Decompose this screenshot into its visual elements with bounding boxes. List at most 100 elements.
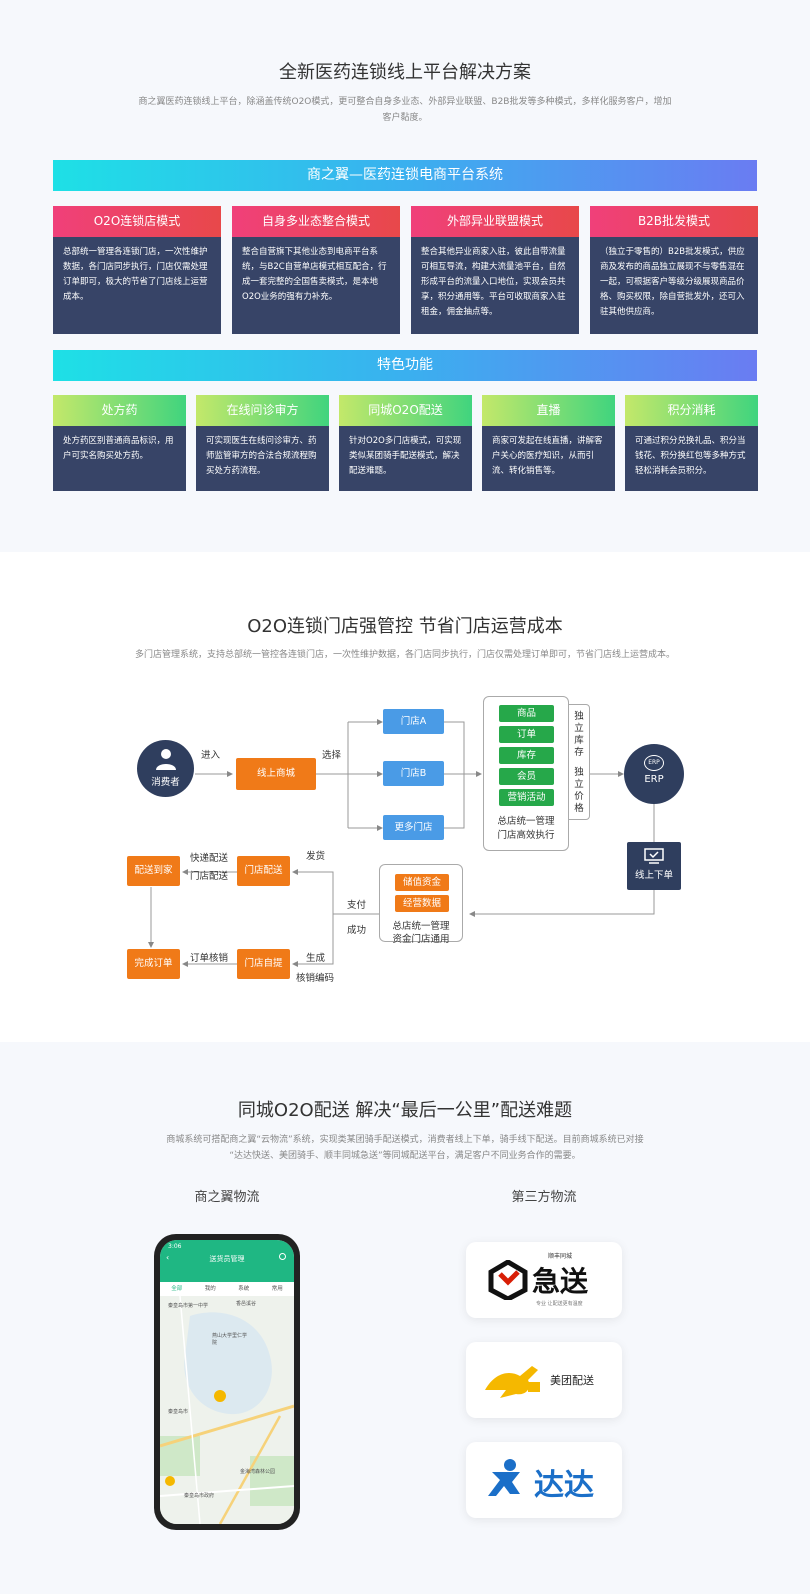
own-logistics-title: 商之翼物流 bbox=[194, 1190, 260, 1205]
search-icon[interactable] bbox=[279, 1253, 286, 1260]
mode-card-text: 整合自营旗下其他业态到电商平台系统，与B2C自营单店模式相互配合，行成一套完整的… bbox=[242, 247, 387, 302]
module-tag: 订单 bbox=[499, 726, 554, 743]
back-icon[interactable]: ‹ bbox=[166, 1253, 170, 1262]
feature-card-title: 直播 bbox=[482, 395, 615, 426]
section-description: 商城系统可搭配商之翼“云物流”系统，实现类某团骑手配送模式，消费者线上下单，骑手… bbox=[120, 1132, 690, 1164]
express-delivery-label: 快递配送 bbox=[190, 853, 229, 864]
order-verify-label: 订单核销 bbox=[190, 953, 229, 964]
hq-manage-label: 总店统一管理 bbox=[392, 921, 450, 932]
tab-common[interactable]: 常用 bbox=[271, 1286, 283, 1292]
module-tag: 营销活动 bbox=[499, 789, 554, 806]
feature-card: 同城O2O配送 针对O2O多门店模式，可实现类似某团骑手配送模式，解决配送难题。 bbox=[339, 395, 472, 491]
map-label: 燕山大学里仁学院 bbox=[212, 1333, 248, 1346]
hq-manage-label: 门店高效执行 bbox=[497, 830, 555, 841]
desc-line: 商城系统可搭配商之翼“云物流”系统，实现类某团骑手配送模式，消费者线上下单，骑手… bbox=[166, 1135, 644, 1145]
erp-icon: ERP bbox=[644, 755, 664, 771]
sf-top-text: 顺丰同城 bbox=[548, 1253, 573, 1260]
section-description: 商之翼医药连锁线上平台，除涵盖传统O2O模式，更可整合自身多业态、外部异业联盟、… bbox=[105, 94, 705, 126]
desc-line: 商之翼医药连锁线上平台，除涵盖传统O2O模式，更可整合自身多业态、外部异业联盟、… bbox=[138, 97, 672, 107]
complete-order-node: 完成订单 bbox=[127, 949, 180, 979]
online-order-label: 线上下单 bbox=[634, 870, 673, 881]
store-node: 门店A bbox=[383, 709, 444, 734]
generate-label: 生成 bbox=[306, 953, 326, 964]
app-title: 送货员管理 bbox=[209, 1255, 245, 1263]
meituan-logo-card: 美团配送 bbox=[466, 1342, 622, 1418]
map-label: 金海湾森林公园 bbox=[240, 1469, 276, 1475]
store-node: 门店B bbox=[383, 761, 444, 786]
hq-manage-label: 总店统一管理 bbox=[497, 816, 555, 827]
store-delivery-node: 门店配送 bbox=[237, 856, 290, 886]
feature-card-title: 处方药 bbox=[53, 395, 186, 426]
mode-card: O2O连锁店模式 总部统一管理各连锁门店，一次性维护数据，各门店同步执行，门店仅… bbox=[53, 206, 221, 334]
hq-manage-label: 资金门店通用 bbox=[392, 934, 450, 945]
sf-logo-icon bbox=[488, 1260, 528, 1300]
delivery-section: 同城O2O配送 解决“最后一公里”配送难题 商城系统可搭配商之翼“云物流”系统，… bbox=[0, 1042, 810, 1594]
success-label: 成功 bbox=[347, 925, 367, 936]
dada-text: 达达 bbox=[534, 1468, 594, 1503]
feature-card-title: 积分消耗 bbox=[625, 395, 758, 426]
section-title: 全新医药连锁线上平台解决方案 bbox=[279, 62, 531, 83]
mode-card: 外部异业联盟模式 整合其他异业商家入驻，彼此自带流量可相互导流，构建大流量池平台… bbox=[411, 206, 579, 334]
mode-card-title: B2B批发模式 bbox=[590, 206, 758, 237]
feature-card: 积分消耗 可通过积分兑换礼品、积分当钱花、积分换红包等多种方式轻松消耗会员积分。 bbox=[625, 395, 758, 491]
hq-modules-box: 商品 订单 库存 会员 营销活动 总店统一管理 门店高效执行 bbox=[483, 696, 569, 851]
status-time: 3:06 bbox=[168, 1243, 182, 1250]
mode-card: 自身多业态整合模式 整合自营旗下其他业态到电商平台系统，与B2C自营单店模式相互… bbox=[232, 206, 400, 334]
map-label: 秦皇岛市政府 bbox=[184, 1493, 215, 1499]
online-order-node: 线上下单 bbox=[627, 842, 681, 890]
feature-card-title: 同城O2O配送 bbox=[339, 395, 472, 426]
independent-price-label: 独立价格 bbox=[574, 767, 584, 814]
section-title: O2O连锁门店强管控 节省门店运营成本 bbox=[247, 616, 563, 637]
mode-card-title: 自身多业态整合模式 bbox=[232, 206, 400, 237]
funds-box: 储值资金 经营数据 总店统一管理 资金门店通用 bbox=[379, 864, 463, 945]
features-band: 特色功能 bbox=[53, 350, 757, 381]
sf-main-text: 急送 bbox=[532, 1265, 589, 1298]
feature-card: 直播 商家可发起在线直播，讲解客户关心的医疗知识，从而引流、转化销售等。 bbox=[482, 395, 615, 491]
fund-tag: 储值资金 bbox=[395, 874, 449, 891]
kangaroo-icon bbox=[485, 1366, 540, 1398]
section-description: 多门店管理系统，支持总部统一管控各连锁门店，一次性维护数据，各门店同步执行，门店… bbox=[134, 650, 675, 660]
feature-card: 处方药 处方药区别普通商品标识，用户可实名购买处方药。 bbox=[53, 395, 186, 491]
runner-icon bbox=[488, 1459, 520, 1496]
delivery-map[interactable] bbox=[160, 1296, 294, 1524]
feature-card: 在线问诊审方 可实现医生在线问诊审方、药师监管审方的合法合规流程购买处方药流程。 bbox=[196, 395, 329, 491]
mode-card-text: （独立于零售的）B2B批发模式，供应商及发布的商品独立展现不与零售混在一起，可根… bbox=[600, 247, 745, 317]
mode-card-title: 外部异业联盟模式 bbox=[411, 206, 579, 237]
phone-screen: 3:06 送货员管理 ‹ 全部 我的 系统 常用 bbox=[160, 1240, 294, 1524]
feature-card-title: 在线问诊审方 bbox=[196, 395, 329, 426]
feature-card-text: 商家可发起在线直播，讲解客户关心的医疗知识，从而引流、转化销售等。 bbox=[492, 436, 603, 476]
platform-band: 商之翼—医药连锁电商平台系统 bbox=[53, 160, 757, 191]
tab-all[interactable]: 全部 bbox=[171, 1286, 183, 1292]
module-tag: 商品 bbox=[499, 705, 554, 722]
store-pickup-node: 门店自提 bbox=[237, 949, 290, 979]
consumer-label: 消费者 bbox=[151, 777, 180, 788]
tab-mine[interactable]: 我的 bbox=[204, 1286, 216, 1292]
app-tabs: 全部 我的 系统 常用 bbox=[160, 1282, 294, 1296]
map-label: 秦皇岛市 bbox=[168, 1409, 189, 1415]
sf-express-logo-card: 顺丰同城 急送 专业 让配送更有温度 bbox=[466, 1242, 622, 1318]
section-title: 同城O2O配送 解决“最后一公里”配送难题 bbox=[237, 1100, 573, 1121]
erp-label: ERP bbox=[644, 774, 664, 785]
independent-stock-label: 独立库存 bbox=[574, 711, 584, 758]
phone-mockup: 3:06 送货员管理 ‹ 全部 我的 系统 常用 bbox=[154, 1234, 300, 1530]
desc-line: 客户黏度。 bbox=[382, 113, 428, 123]
dada-logo-card: 达达 bbox=[466, 1442, 622, 1518]
verify-code-label: 核销编码 bbox=[296, 973, 335, 984]
user-icon bbox=[155, 749, 176, 770]
map-label: 秦皇岛市第一中学 bbox=[168, 1303, 209, 1309]
tab-system[interactable]: 系统 bbox=[238, 1286, 250, 1292]
feature-card-text: 可实现医生在线问诊审方、药师监管审方的合法合规流程购买处方药流程。 bbox=[206, 436, 317, 476]
meituan-text: 美团配送 bbox=[550, 1374, 594, 1387]
select-label: 选择 bbox=[322, 750, 342, 761]
pay-label: 支付 bbox=[347, 900, 367, 911]
feature-card-text: 处方药区别普通商品标识，用户可实名购买处方药。 bbox=[63, 436, 174, 461]
mode-card-title: O2O连锁店模式 bbox=[53, 206, 221, 237]
erp-node: ERP ERP bbox=[624, 744, 684, 804]
solution-section: 全新医药连锁线上平台解决方案 商之翼医药连锁线上平台，除涵盖传统O2O模式，更可… bbox=[0, 0, 810, 552]
app-header: 3:06 送货员管理 ‹ bbox=[160, 1240, 294, 1282]
enter-label: 进入 bbox=[201, 750, 221, 761]
ship-label: 发货 bbox=[306, 851, 326, 862]
flow-connectors bbox=[148, 719, 655, 967]
store-management-section: O2O连锁门店强管控 节省门店运营成本 多门店管理系统，支持总部统一管控各连锁门… bbox=[0, 552, 810, 1042]
feature-card-text: 可通过积分兑换礼品、积分当钱花、积分换红包等多种方式轻松消耗会员积分。 bbox=[635, 436, 746, 476]
